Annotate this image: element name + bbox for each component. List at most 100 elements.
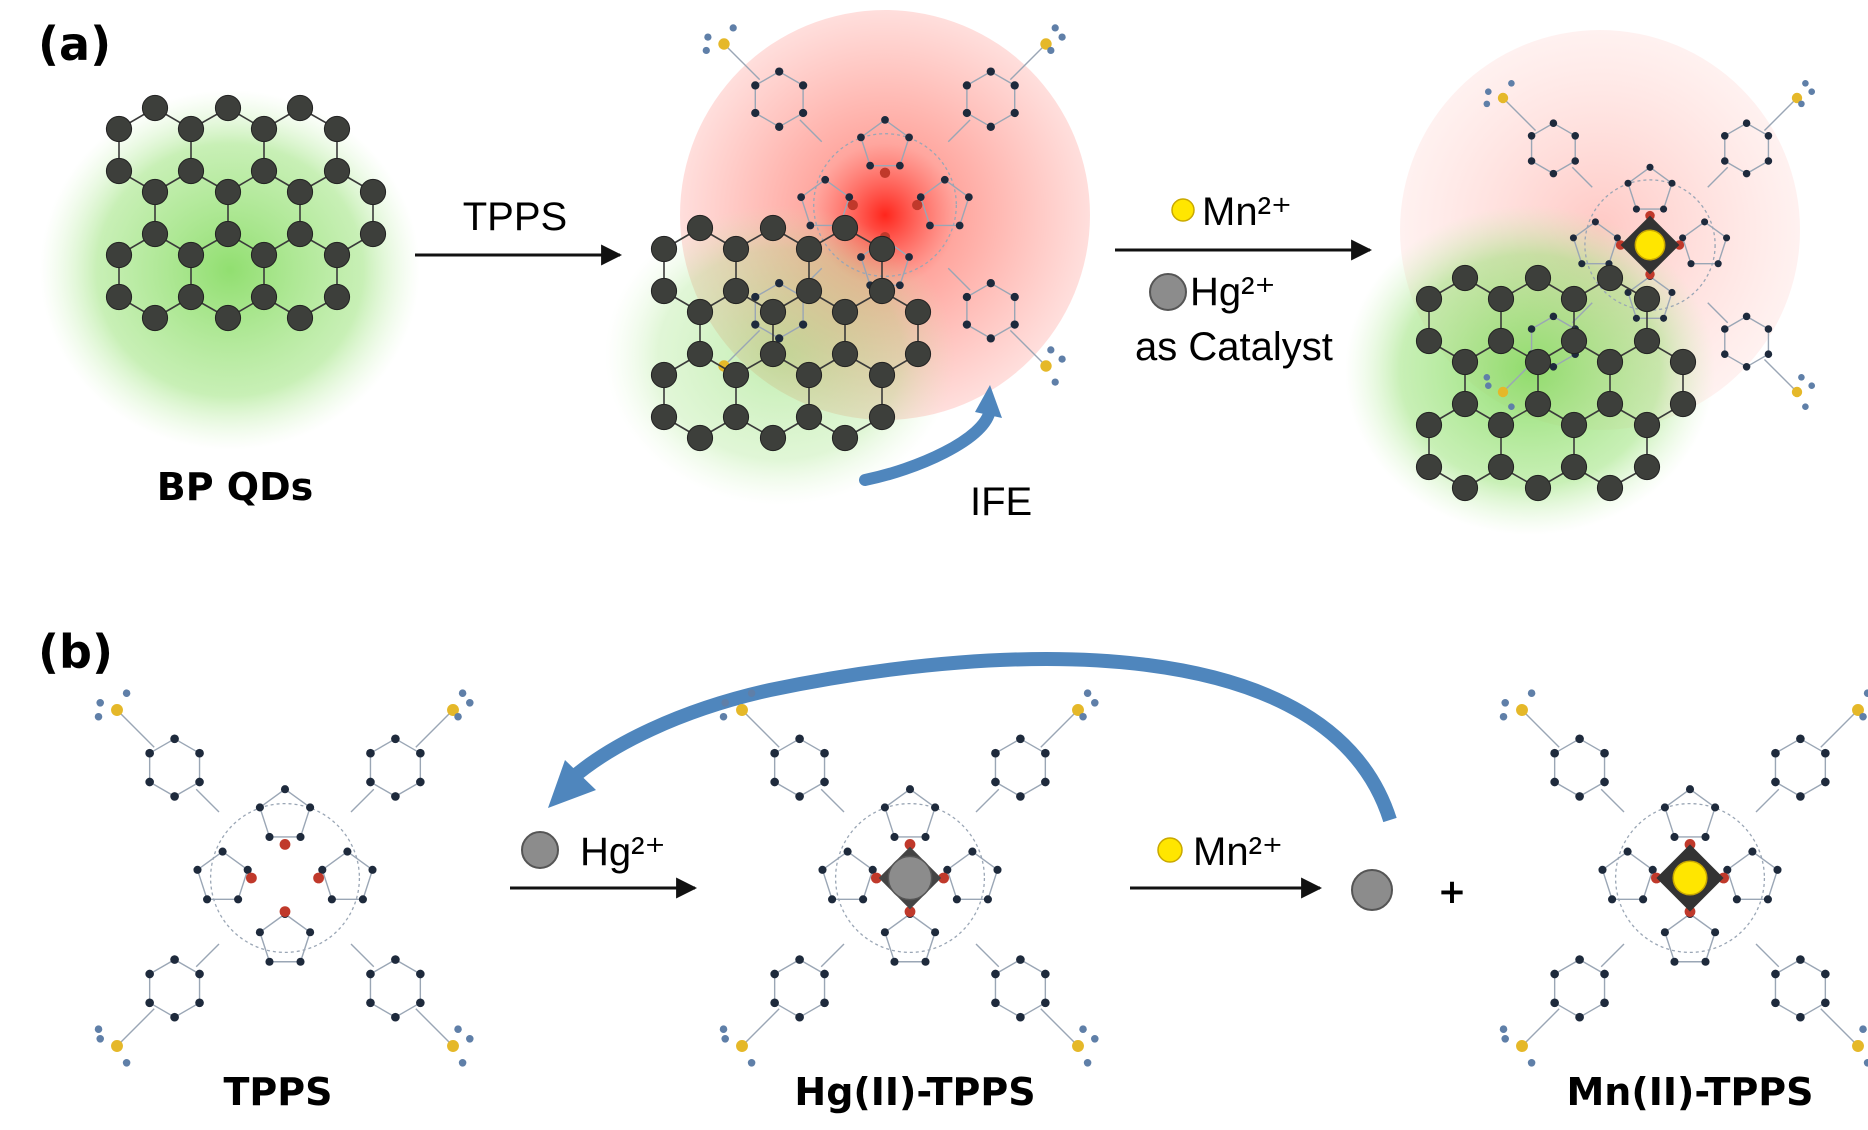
ring-bond (860, 256, 871, 286)
arrow-4-label: Mn²⁺ (1193, 830, 1283, 874)
oxygen-atom (122, 689, 131, 697)
ring-atom (818, 865, 827, 874)
hg-recycle-arrow-head (548, 760, 596, 808)
bp-atom (1415, 285, 1443, 313)
bpqd-caption: BP QDs (157, 465, 314, 509)
bp-atom (868, 361, 896, 389)
ring-bond (370, 738, 396, 754)
ring-bond (924, 807, 936, 838)
ring-bond (1746, 122, 1769, 137)
bp-atom (1669, 348, 1697, 376)
ring-atom (775, 279, 784, 288)
nitrogen-atom (847, 199, 858, 211)
bp-atom (1633, 285, 1661, 313)
ring-bond (1573, 221, 1596, 239)
sulfur-atom (111, 704, 123, 716)
oxygen-atom (94, 1025, 103, 1033)
ring-atom (1796, 1012, 1805, 1022)
ring-atom (1723, 865, 1732, 874)
ring-atom (1623, 847, 1632, 856)
ring-bond (800, 179, 826, 198)
bp-atom (214, 178, 242, 206)
bp-atom (323, 115, 351, 143)
ife-label: IFE (970, 480, 1032, 524)
ring-bond (824, 179, 850, 198)
ring-atom (416, 998, 425, 1008)
ring-bond (920, 196, 931, 226)
ring-bond (259, 807, 271, 838)
ring-atom (857, 133, 865, 142)
hg-ion-icon (521, 831, 559, 869)
ring-atom (1771, 777, 1780, 787)
bp-atom (286, 304, 314, 332)
ring-atom (962, 108, 972, 118)
ring-atom (991, 998, 1000, 1008)
oxygen-atom (1483, 373, 1491, 381)
ring-atom (943, 865, 952, 874)
ring-atom (265, 957, 274, 966)
ring-bond (884, 788, 911, 809)
bp-atom (214, 304, 242, 332)
arm-bond (1755, 943, 1780, 968)
ring-atom (145, 969, 154, 979)
ring-atom (1010, 81, 1019, 90)
oxygen-atom (1058, 355, 1066, 363)
bp-atom (831, 214, 859, 242)
arm-bond (116, 709, 155, 748)
arm-bond (1707, 166, 1729, 188)
arm-bond (1040, 709, 1079, 748)
ring-atom (880, 928, 889, 937)
ring-bond (1682, 221, 1706, 239)
arm-bond (820, 788, 845, 813)
bp-atom (795, 361, 823, 389)
oxygen-atom (454, 712, 462, 721)
ring-bond (909, 788, 936, 809)
arrow-2-mn-label: Mn²⁺ (1202, 190, 1292, 234)
ring-atom (798, 320, 808, 329)
ring-bond (944, 179, 970, 198)
ring-atom (255, 928, 264, 937)
ring-atom (1549, 119, 1558, 127)
ring-atom (1771, 748, 1780, 758)
ring-atom (751, 81, 760, 90)
ring-atom (1549, 363, 1558, 371)
ring-bond (1775, 781, 1801, 798)
ring-bond (754, 70, 780, 87)
ring-atom (1632, 205, 1640, 213)
ring-bond (222, 851, 249, 871)
bp-atom (1596, 264, 1624, 292)
ring-atom (296, 957, 305, 966)
ring-atom (770, 748, 779, 758)
nitrogen-atom (871, 872, 882, 884)
ring-atom (391, 1012, 400, 1022)
ring-bond (1724, 122, 1747, 137)
sulfur-atom (1852, 704, 1864, 716)
ring-bond (1767, 869, 1779, 900)
ring-atom (751, 108, 760, 118)
ring-bond (821, 869, 833, 900)
hg-recycle-arrow (565, 652, 1397, 823)
ring-atom (1660, 803, 1669, 812)
ring-bond (799, 1002, 825, 1018)
ring-atom (1796, 955, 1805, 964)
ring-atom (203, 895, 212, 904)
arm-bond (1763, 97, 1798, 132)
ring-atom (195, 998, 204, 1008)
ring-atom (1632, 314, 1640, 322)
bp-lattice (105, 94, 387, 332)
bp-atom (722, 403, 750, 431)
ring-bond (909, 913, 936, 933)
bp-atom (1451, 348, 1479, 376)
ring-atom (1668, 179, 1676, 187)
ring-bond (1020, 738, 1046, 754)
ring-atom (1569, 234, 1577, 242)
oxygen-atom (1499, 1025, 1508, 1033)
bp-atom (105, 241, 133, 269)
ring-atom (1742, 363, 1751, 371)
arm-bond (1763, 358, 1798, 393)
ring-atom (986, 334, 995, 343)
arm-bond (1040, 1008, 1079, 1047)
ring-atom (1742, 119, 1751, 127)
bp-atom (250, 283, 278, 311)
ring-atom (968, 847, 977, 856)
